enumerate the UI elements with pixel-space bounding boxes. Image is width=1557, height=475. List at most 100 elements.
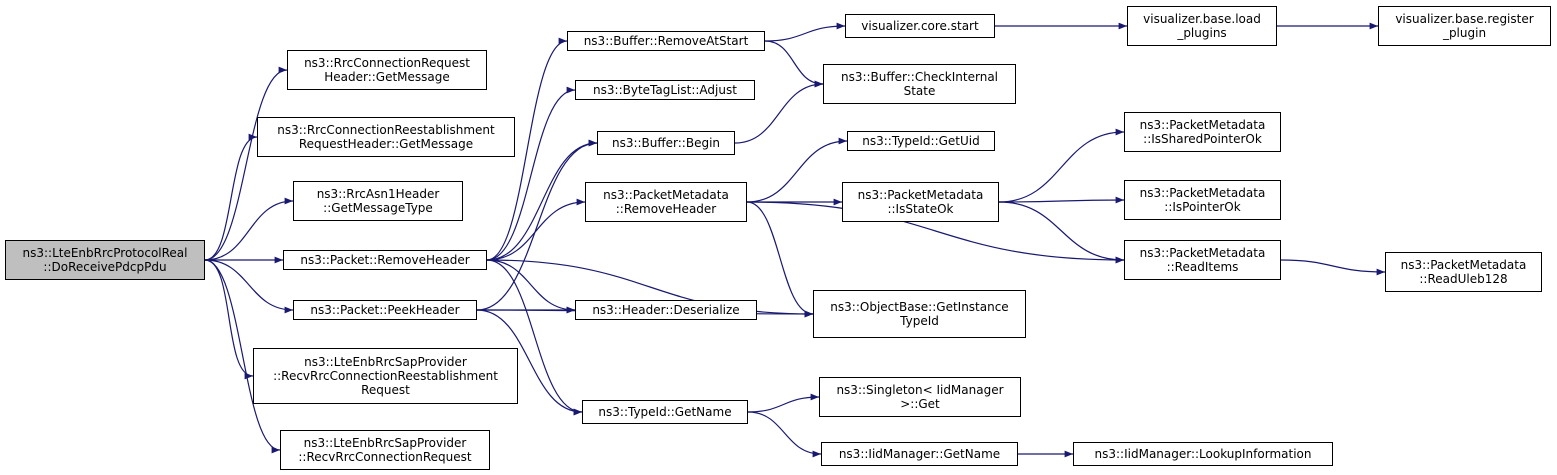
node-label-line: _plugin — [1442, 26, 1487, 40]
node-tid-uid[interactable]: ns3::TypeId::GetUid — [847, 131, 995, 151]
edge-pktRemove-to-bufBegin — [486, 139, 598, 261]
edge-tidName-to-iidName — [747, 411, 822, 458]
node-vbl[interactable]: visualizer.base.load_plugins — [1127, 6, 1277, 46]
node-label-line: TypeId — [900, 314, 939, 328]
node-label-line: visualizer.base.register — [1395, 12, 1534, 26]
node-label-line: ns3::Buffer::Begin — [611, 136, 721, 150]
node-pm-read[interactable]: ns3::PacketMetadata::ReadItems — [1124, 240, 1281, 280]
node-label-line: ns3::LteEnbRrcProtocolReal — [22, 246, 188, 260]
node-label-line: ns3::LteEnbRrcSapProvider — [303, 436, 467, 450]
node-vcs[interactable]: visualizer.core.start — [845, 14, 995, 38]
edge-pktRemove-to-tidName — [486, 259, 583, 416]
node-label-line: ns3::Packet::PeekHeader — [310, 303, 460, 317]
node-label-line: ns3::PacketMetadata — [603, 188, 729, 202]
node-label-line: ::IsSharedPointerOk — [1143, 132, 1262, 146]
node-label-line: Request — [361, 383, 410, 397]
node-label-line: ns3::PacketMetadata — [1400, 258, 1527, 272]
node-label-line: ns3::PacketMetadata — [1139, 118, 1266, 132]
edge-pmState-to-pmPtr — [998, 196, 1125, 204]
node-iid-lookup[interactable]: ns3::IidManager::LookupInformation — [1073, 442, 1333, 466]
node-sap-req[interactable]: ns3::LteEnbRrcSapProvider::RecvRrcConnec… — [280, 430, 490, 470]
node-buf-remove[interactable]: ns3::Buffer::RemoveAtStart — [567, 31, 765, 51]
node-root[interactable]: ns3::LteEnbRrcProtocolReal::DoReceivePdc… — [5, 240, 205, 280]
edge-pktRemove-to-hdrDeser — [486, 259, 576, 314]
node-label-line: ::RemoveHeader — [615, 202, 717, 216]
edge-pmRead-to-pmUleb — [1280, 259, 1386, 276]
node-label-line: ns3::IidManager::LookupInformation — [1094, 447, 1312, 461]
node-label-line: visualizer.core.start — [861, 19, 979, 33]
node-pkt-peek[interactable]: ns3::Packet::PeekHeader — [293, 300, 477, 320]
node-label-line: ns3::PacketMetadata — [1139, 186, 1266, 200]
edge-bufRemove-to-bufCheck — [764, 40, 824, 88]
edge-tidName-to-singleton — [747, 393, 820, 413]
edge-pmRemove-to-pmRead — [746, 201, 1125, 264]
edge-root-to-asn1 — [204, 197, 294, 261]
edge-root-to-rrcReqHdr — [204, 66, 288, 261]
node-label-line: ::ReadUleb128 — [1419, 272, 1508, 286]
node-iid-name[interactable]: ns3::IidManager::GetName — [821, 442, 1018, 466]
node-pm-ptr[interactable]: ns3::PacketMetadata::IsPointerOk — [1124, 180, 1281, 220]
node-singleton[interactable]: ns3::Singleton< IidManager>::Get — [819, 377, 1021, 417]
node-label-line: ns3::IidManager::GetName — [838, 447, 1001, 461]
node-label-line: Header::GetMessage — [324, 70, 450, 84]
edge-pktPeek-to-bufBegin — [476, 139, 598, 311]
edge-pmRemove-to-tidUid — [746, 137, 848, 203]
node-pkt-remove[interactable]: ns3::Packet::RemoveHeader — [283, 250, 487, 270]
node-label-line: ns3::LteEnbRrcSapProvider — [304, 355, 467, 369]
edge-pktPeek-to-tidName — [476, 309, 583, 416]
node-btl[interactable]: ns3::ByteTagList::Adjust — [575, 80, 755, 100]
edge-root-to-sapReq — [204, 259, 281, 454]
node-label-line: >::Get — [900, 397, 940, 411]
node-hdr-deser[interactable]: ns3::Header::Deserialize — [575, 300, 757, 320]
node-label-line: ::IsPointerOk — [1164, 200, 1241, 214]
node-asn1[interactable]: ns3::RrcAsn1Header::GetMessageType — [293, 181, 463, 221]
edge-pktRemove-to-btl — [486, 86, 576, 261]
node-label-line: ns3::RrcConnectionRequest — [304, 56, 470, 70]
node-label-line: ns3::TypeId::GetName — [598, 405, 732, 419]
node-vbr[interactable]: visualizer.base.register_plugin — [1378, 6, 1551, 46]
node-pm-shared[interactable]: ns3::PacketMetadata::IsSharedPointerOk — [1124, 112, 1281, 152]
edge-root-to-pktPeek — [204, 259, 294, 314]
edge-pmState-to-pmShared — [998, 128, 1125, 203]
node-label-line: ns3::ByteTagList::Adjust — [593, 83, 737, 97]
node-label-line: ns3::RrcAsn1Header — [316, 187, 440, 201]
node-label-line: ns3::TypeId::GetUid — [862, 134, 980, 148]
node-label-line: ::IsStateOk — [887, 202, 954, 216]
node-label-line: ns3::Buffer::RemoveAtStart — [583, 34, 749, 48]
edge-pmRemove-to-objBase — [746, 201, 814, 318]
node-label-line: State — [903, 84, 936, 98]
node-label-line: _plugins — [1177, 26, 1227, 40]
edge-root-to-sapReest — [204, 259, 254, 380]
node-label-line: ns3::RrcConnectionReestablishment — [277, 123, 495, 137]
node-label-line: ::RecvRrcConnectionReestablishment — [273, 369, 498, 383]
edge-root-to-rrcReestHdr — [204, 133, 258, 261]
node-label-line: ns3::Header::Deserialize — [592, 303, 740, 317]
edge-pktRemove-to-bufRemove — [486, 37, 568, 261]
node-buf-begin[interactable]: ns3::Buffer::Begin — [597, 131, 735, 155]
node-label-line: ns3::ObjectBase::GetInstance — [830, 300, 1009, 314]
edge-pmState-to-pmRead — [998, 201, 1125, 264]
node-label-line: visualizer.base.load — [1143, 12, 1261, 26]
node-label-line: ns3::PacketMetadata — [857, 188, 984, 202]
node-label-line: ns3::Singleton< IidManager — [836, 383, 1004, 397]
node-label-line: ::DoReceivePdcpPdu — [43, 260, 167, 274]
node-pm-state[interactable]: ns3::PacketMetadata::IsStateOk — [842, 182, 999, 222]
node-label-line: ::RecvRrcConnectionRequest — [298, 450, 472, 464]
node-pm-remove[interactable]: ns3::PacketMetadata::RemoveHeader — [585, 182, 747, 222]
node-label-line: ns3::Packet::RemoveHeader — [300, 253, 470, 267]
node-label-line: RequestHeader::GetMessage — [298, 137, 474, 151]
node-label-line: ::ReadItems — [1166, 260, 1239, 274]
node-label-line: ns3::Buffer::CheckInternal — [840, 70, 999, 84]
node-pm-uleb[interactable]: ns3::PacketMetadata::ReadUleb128 — [1385, 252, 1542, 292]
node-label-line: ::GetMessageType — [323, 201, 433, 215]
edge-bufBegin-to-bufCheck — [734, 80, 824, 144]
node-sap-reest[interactable]: ns3::LteEnbRrcSapProvider::RecvRrcConnec… — [253, 348, 518, 404]
node-tid-name[interactable]: ns3::TypeId::GetName — [582, 400, 748, 424]
node-label-line: ns3::PacketMetadata — [1139, 246, 1266, 260]
edge-bufRemove-to-vcs — [764, 22, 846, 42]
